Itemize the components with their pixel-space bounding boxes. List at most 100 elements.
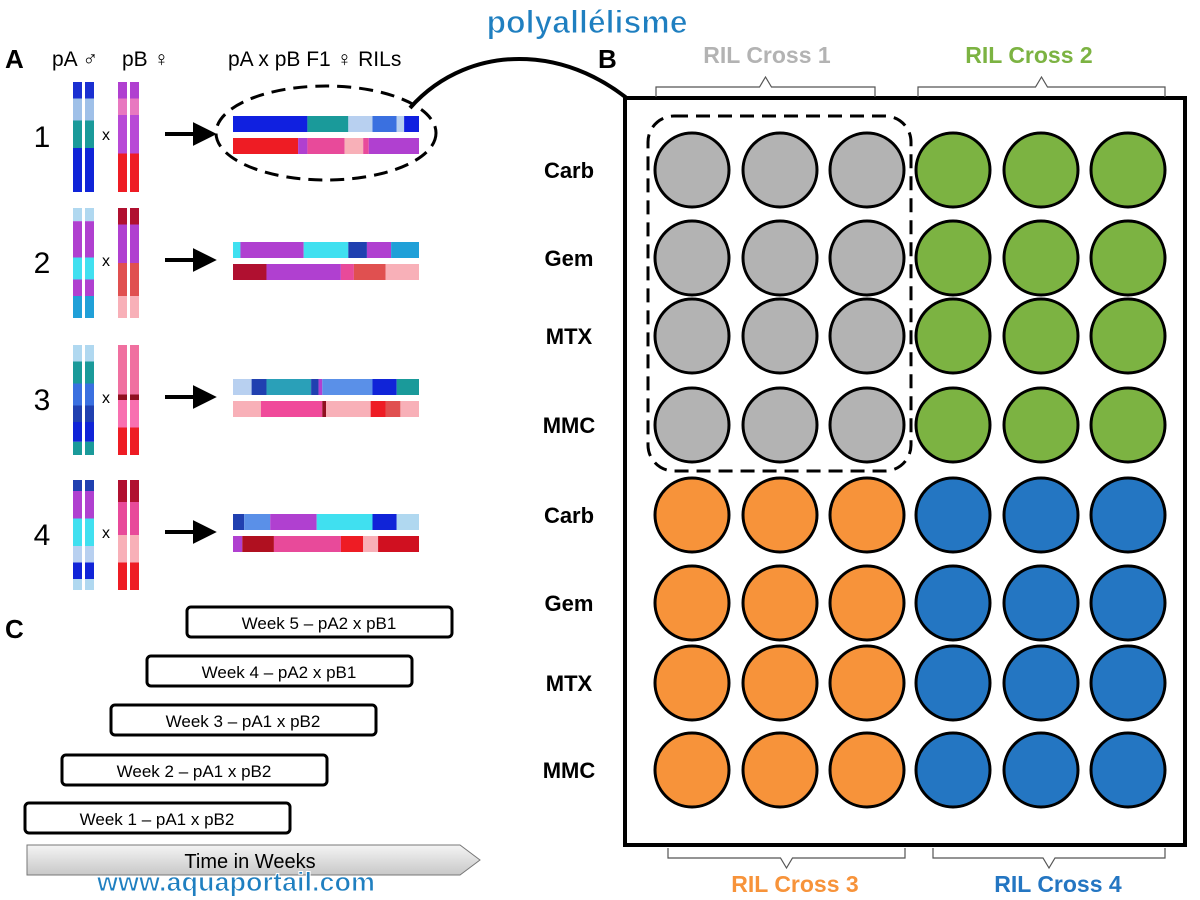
f1-bottom-chromosome [233,138,419,154]
chromosome-segment [118,82,127,99]
well-cross-3 [741,731,819,809]
well-cross-2 [1089,219,1167,297]
plate-braces [655,75,1166,870]
chromosome-segment [322,401,326,417]
well-cross-3 [741,476,819,554]
chromosome-segment [348,116,373,132]
chromosome-segment [130,115,139,154]
chromosome-segment [340,536,364,552]
well-cross-2 [1002,219,1080,297]
well-cross-4 [1089,564,1167,642]
chromosome-segment [251,379,267,395]
pa-chromosome [73,82,94,192]
drug-row-label: MMC [543,413,596,438]
f1-top-chromosome [233,514,419,530]
chromosome-segment [311,379,319,395]
well-cross-3 [653,644,731,722]
well-cross-3 [828,564,906,642]
panel-c-letter: C [5,614,24,644]
chromosome-segment [118,400,127,428]
well-cross-4 [1002,731,1080,809]
chromosome-segment [130,82,139,99]
well-cross-2 [1002,131,1080,209]
chromosome-segment [344,138,364,154]
chromosome-segment [396,379,419,395]
chromosome-segment [118,263,127,296]
row-number: 3 [34,384,51,417]
pa-chromosome [73,345,94,455]
chromosome-segment [85,383,94,406]
panel-a-header-f1: pA x pB F1 ♀ RILs [228,48,401,71]
pb-chromosome [118,208,139,318]
well-cross-3 [653,564,731,642]
well-cross-1 [653,131,731,209]
chromosome-segment [118,98,127,115]
chromosome-segment [307,116,349,132]
chromosome-segment [233,514,245,530]
well-cross-1 [828,219,906,297]
chromosome-segment [130,208,139,225]
chromosome-segment [85,257,94,280]
chromosome-segment [130,562,139,590]
chromosome-segment [353,264,386,280]
chromosome-segment [73,148,82,192]
chromosome-segment [118,394,127,400]
f1-bottom-chromosome [233,264,419,280]
well-cross-2 [914,386,992,464]
chromosome-segment [118,153,127,192]
cross-label-3: RIL Cross 3 [731,871,858,897]
week-box-frame [145,654,414,688]
chromosome-segment [85,480,94,491]
chromosome-segment [363,536,379,552]
chromosome-segment [85,148,94,192]
chromosome-segment [316,514,373,530]
chromosome-segment [368,138,419,154]
chromosome-segment [266,264,341,280]
well-cross-1 [653,386,731,464]
chromosome-segment [118,296,127,318]
chromosome-segment [385,264,419,280]
chromosome-segment [130,296,139,318]
chromosome-segment [118,115,127,154]
well-cross-3 [828,476,906,554]
chromosome-segment [118,224,127,263]
chromosome-segment [233,242,241,258]
chromosome-segment [233,401,261,417]
chromosome-segment [85,279,94,296]
f1-bottom-chromosome [233,536,419,552]
chromosome-segment [73,491,82,519]
chromosome-segment [322,379,373,395]
chromosome-segment [85,98,94,121]
ellipse-to-plate-arrow [408,57,659,129]
well-cross-4 [1002,644,1080,722]
chromosome-segment [85,491,94,519]
f1-bottom-chromosome [233,401,419,417]
chromosome-segment [370,401,386,417]
chromosome-segment [73,579,82,590]
cross-symbol: x [102,525,110,542]
pa-chromosome [73,208,94,318]
well-cross-4 [914,731,992,809]
week-label: Week 3 – pA1 x pB2 [166,712,321,731]
chromosome-segment [233,116,308,132]
chromosome-segment [130,400,139,428]
chromosome-segment [85,405,94,422]
well-cross-1 [828,386,906,464]
panel-b-letter: B [598,44,617,74]
chromosome-segment [85,518,94,546]
well-cross-4 [914,476,992,554]
pb-chromosome [118,345,139,455]
week-label: Week 1 – pA1 x pB2 [80,810,235,829]
cross-brace [917,75,1166,97]
well-cross-3 [741,564,819,642]
chromosome-segment [372,379,397,395]
chromosome-segment [326,401,371,417]
row-number: 1 [34,121,51,154]
week-box-frame [109,703,378,737]
chromosome-segment [378,536,419,552]
well-cross-1 [828,131,906,209]
chromosome-segment [73,82,82,99]
chromosome-segment [73,562,82,579]
